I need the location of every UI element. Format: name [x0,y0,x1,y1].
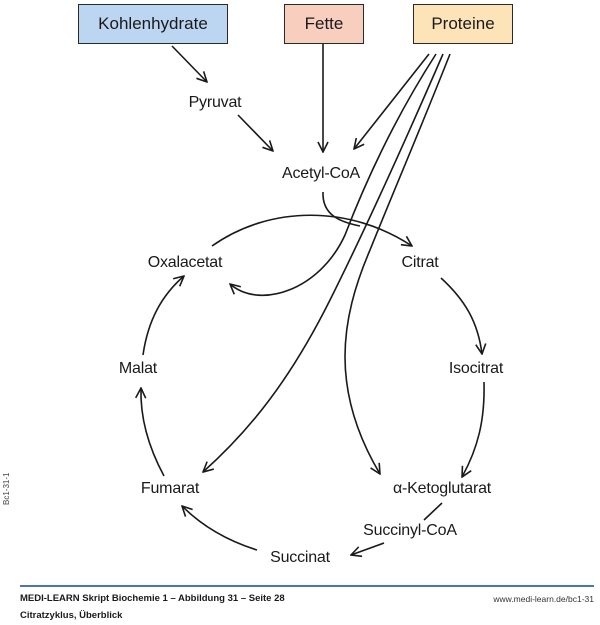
arrow-proteins-oxalacetat [230,53,437,297]
arrow-fumarat-malat [141,388,165,477]
carbohydrates-label: Kohlenhydrate [98,14,208,33]
arrow-proteins-fumarat [203,53,444,472]
carbohydrates-box: Kohlenhydrate [78,4,228,44]
arrow-akg-succinylcoa [423,502,443,521]
fats-box: Fette [284,4,364,44]
arrow-proteins-acetylcoa [354,53,430,149]
node-succinate: Succinat [270,549,330,566]
arrow-succinylcoa-succinat [351,542,385,555]
node-acetyl-coa: Acetyl-CoA [281,165,361,182]
arrow-succinat-fumarat [182,506,258,551]
figure-id-label: Bc1-31-1 [2,472,11,505]
proteins-box: Proteine [413,4,513,44]
fats-label: Fette [304,14,344,33]
arrow-malat-oxalacetat [142,276,184,356]
node-malate: Malat [118,360,158,377]
arrow-pyruvate-acetylcoa [237,114,273,151]
arrow-oxalacetat-citrat [211,214,412,246]
node-citrate: Citrat [401,254,439,271]
node-oxaloacetate: Oxalacetat [147,254,223,271]
arrow-citrat-isocitrat [440,277,482,354]
node-fumarate: Fumarat [140,480,200,497]
footer-title: MEDI-LEARN Skript Biochemie 1 – Abbildun… [20,593,285,604]
footer-url: www.medi-learn.de/bc1-31 [493,594,594,604]
arrow-carbs-pyruvate [171,45,207,82]
node-isocitrate: Isocitrat [448,360,504,377]
node-pyruvate: Pyruvat [188,94,242,111]
node-alpha-ketoglutarate: α-Ketoglutarat [392,480,492,497]
footer-rule [20,585,594,587]
arrow-isocitrat-akg [462,381,485,477]
footer-caption: Citratzyklus, Überblick [20,610,123,621]
node-succinyl-coa: Succinyl-CoA [363,522,457,539]
arrow-proteins-akg [344,53,451,474]
proteins-label: Proteine [431,14,495,33]
